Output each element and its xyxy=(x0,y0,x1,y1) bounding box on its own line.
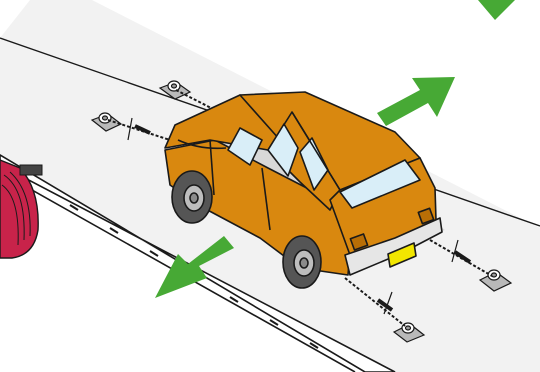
wheel-icon xyxy=(283,236,321,288)
arrow-icon-top-right xyxy=(478,0,515,20)
wheel-icon xyxy=(172,171,212,223)
trailer-fender xyxy=(0,160,42,258)
arrow-icon-forward xyxy=(377,77,455,126)
